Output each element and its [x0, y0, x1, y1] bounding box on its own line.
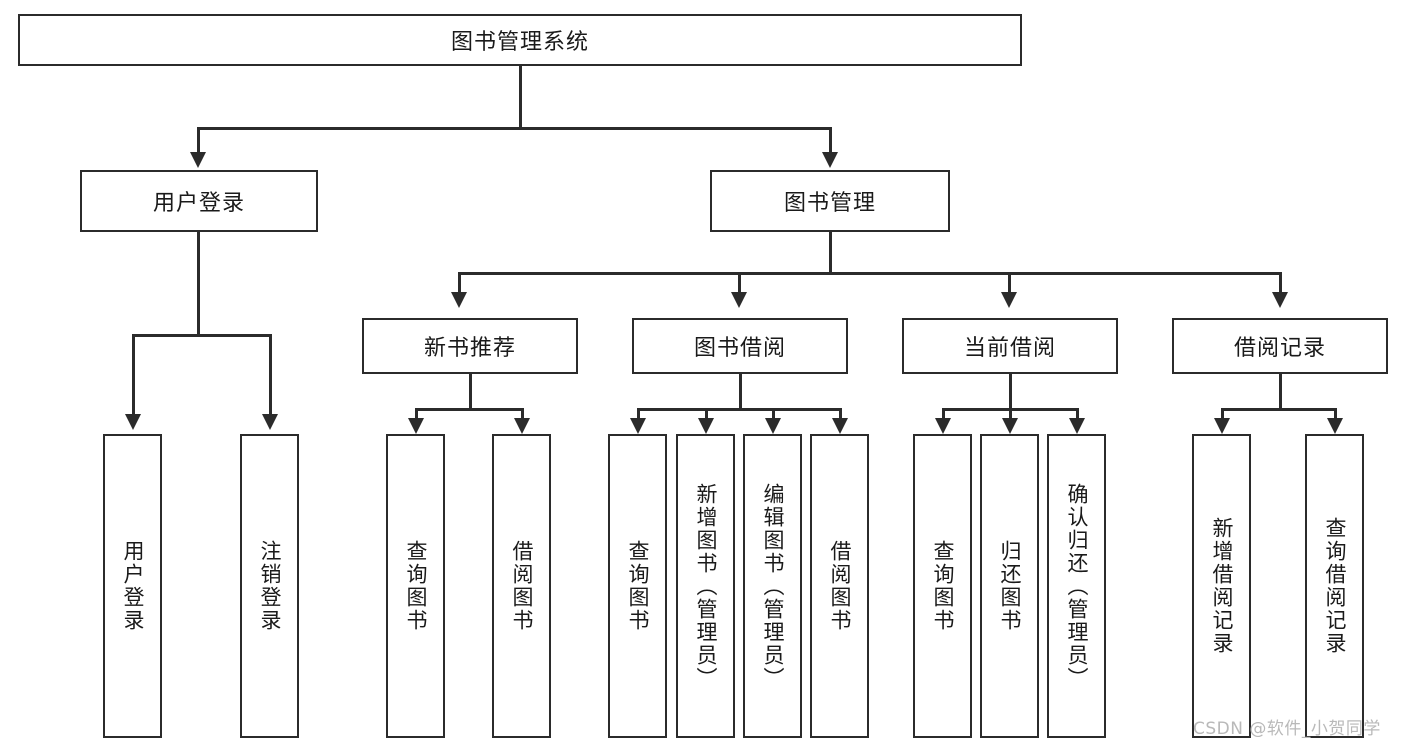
- connector-bm-child1: [458, 272, 461, 294]
- node-label: 当前借阅: [963, 336, 1056, 361]
- connector-user-login-stem: [197, 232, 200, 336]
- node-label: 归还图书: [997, 540, 1022, 632]
- arrow-bm-child2: [731, 292, 747, 308]
- connector-book-management-stem: [829, 232, 832, 274]
- arrow-user-login-leaf2: [262, 414, 278, 430]
- node-label: 注销登录: [257, 540, 282, 632]
- connector-cb-leaf3: [1076, 408, 1079, 420]
- arrow-to-book-management: [822, 152, 838, 168]
- node-label: 用户登录: [152, 191, 245, 216]
- node-label: 借阅图书: [509, 540, 534, 632]
- connector-nbr-leaf1: [415, 408, 418, 420]
- node-label: 用户登录: [120, 540, 145, 632]
- arrow-cb-leaf1: [935, 418, 951, 434]
- leaf-new-book-query[interactable]: 查询图书: [386, 434, 445, 738]
- node-new-book-recommend[interactable]: 新书推荐: [362, 318, 578, 374]
- connector-user-login-leaf2: [269, 334, 272, 416]
- arrow-bb-leaf3: [765, 418, 781, 434]
- node-root-book-management-system[interactable]: 图书管理系统: [18, 14, 1022, 66]
- node-label: 确认归还（管理员）: [1064, 482, 1089, 690]
- leaf-new-book-borrow[interactable]: 借阅图书: [492, 434, 551, 738]
- node-label: 借阅图书: [827, 540, 852, 632]
- leaf-book-borrow-query[interactable]: 查询图书: [608, 434, 667, 738]
- arrow-bb-leaf2: [698, 418, 714, 434]
- connector-bb-leaf2: [705, 408, 708, 420]
- connector-book-management-bar: [458, 272, 1281, 275]
- arrow-nbr-leaf2: [514, 418, 530, 434]
- leaf-book-borrow-borrow[interactable]: 借阅图书: [810, 434, 869, 738]
- connector-bb-bar: [638, 408, 841, 411]
- connector-br-leaf1: [1221, 408, 1224, 420]
- node-user-login[interactable]: 用户登录: [80, 170, 318, 232]
- connector-root-bar: [198, 127, 831, 130]
- connector-cb-leaf1: [942, 408, 945, 420]
- connector-user-login-leaf1: [132, 334, 135, 416]
- arrow-nbr-leaf1: [408, 418, 424, 434]
- node-label: 查询图书: [403, 540, 428, 632]
- connector-bb-stem: [739, 374, 742, 410]
- connector-bm-child4: [1279, 272, 1282, 294]
- leaf-user-login-logout[interactable]: 注销登录: [240, 434, 299, 738]
- node-label: 查询图书: [625, 540, 650, 632]
- arrow-bm-child3: [1001, 292, 1017, 308]
- leaf-current-borrow-confirm-return[interactable]: 确认归还（管理员）: [1047, 434, 1106, 738]
- node-label: 借阅记录: [1233, 336, 1326, 361]
- arrow-cb-leaf3: [1069, 418, 1085, 434]
- node-current-borrow[interactable]: 当前借阅: [902, 318, 1118, 374]
- node-label: 查询图书: [930, 540, 955, 632]
- node-label: 图书借阅: [693, 336, 786, 361]
- node-label: 查询借阅记录: [1322, 517, 1347, 655]
- leaf-book-borrow-edit[interactable]: 编辑图书（管理员）: [743, 434, 802, 738]
- node-label: 图书管理: [783, 191, 876, 216]
- arrow-bm-child4: [1272, 292, 1288, 308]
- arrow-bm-child1: [451, 292, 467, 308]
- connector-bm-child2: [738, 272, 741, 294]
- watermark-text: CSDN @软件_小贺同学: [1193, 719, 1381, 739]
- node-borrow-record[interactable]: 借阅记录: [1172, 318, 1388, 374]
- leaf-user-login-login[interactable]: 用户登录: [103, 434, 162, 738]
- connector-nbr-leaf2: [521, 408, 524, 420]
- node-label: 图书管理系统: [450, 30, 589, 55]
- node-book-borrow[interactable]: 图书借阅: [632, 318, 848, 374]
- connector-user-login-bar: [133, 334, 270, 337]
- node-label: 新书推荐: [423, 336, 516, 361]
- arrow-br-leaf2: [1327, 418, 1343, 434]
- leaf-borrow-record-add[interactable]: 新增借阅记录: [1192, 434, 1251, 738]
- connector-bb-leaf1: [637, 408, 640, 420]
- node-book-management[interactable]: 图书管理: [710, 170, 950, 232]
- leaf-book-borrow-add[interactable]: 新增图书（管理员）: [676, 434, 735, 738]
- node-label: 编辑图书（管理员）: [760, 482, 785, 690]
- connector-bb-leaf4: [839, 408, 842, 420]
- connector-br-bar: [1222, 408, 1337, 411]
- leaf-borrow-record-query[interactable]: 查询借阅记录: [1305, 434, 1364, 738]
- connector-nbr-bar: [416, 408, 523, 411]
- connector-root-stem: [519, 66, 522, 128]
- node-label: 新增借阅记录: [1209, 517, 1234, 655]
- connector-cb-stem: [1009, 374, 1012, 410]
- connector-br-stem: [1279, 374, 1282, 410]
- arrow-user-login-leaf1: [125, 414, 141, 430]
- leaf-current-borrow-query[interactable]: 查询图书: [913, 434, 972, 738]
- connector-to-user-login: [197, 127, 200, 154]
- connector-bm-child3: [1008, 272, 1011, 294]
- connector-nbr-stem: [469, 374, 472, 410]
- arrow-bb-leaf1: [630, 418, 646, 434]
- leaf-current-borrow-return[interactable]: 归还图书: [980, 434, 1039, 738]
- arrow-bb-leaf4: [832, 418, 848, 434]
- arrow-br-leaf1: [1214, 418, 1230, 434]
- connector-bb-leaf3: [772, 408, 775, 420]
- connector-br-leaf2: [1334, 408, 1337, 420]
- arrow-to-user-login: [190, 152, 206, 168]
- connector-cb-leaf2: [1009, 408, 1012, 420]
- node-label: 新增图书（管理员）: [693, 482, 718, 690]
- connector-to-book-management: [829, 127, 832, 154]
- arrow-cb-leaf2: [1002, 418, 1018, 434]
